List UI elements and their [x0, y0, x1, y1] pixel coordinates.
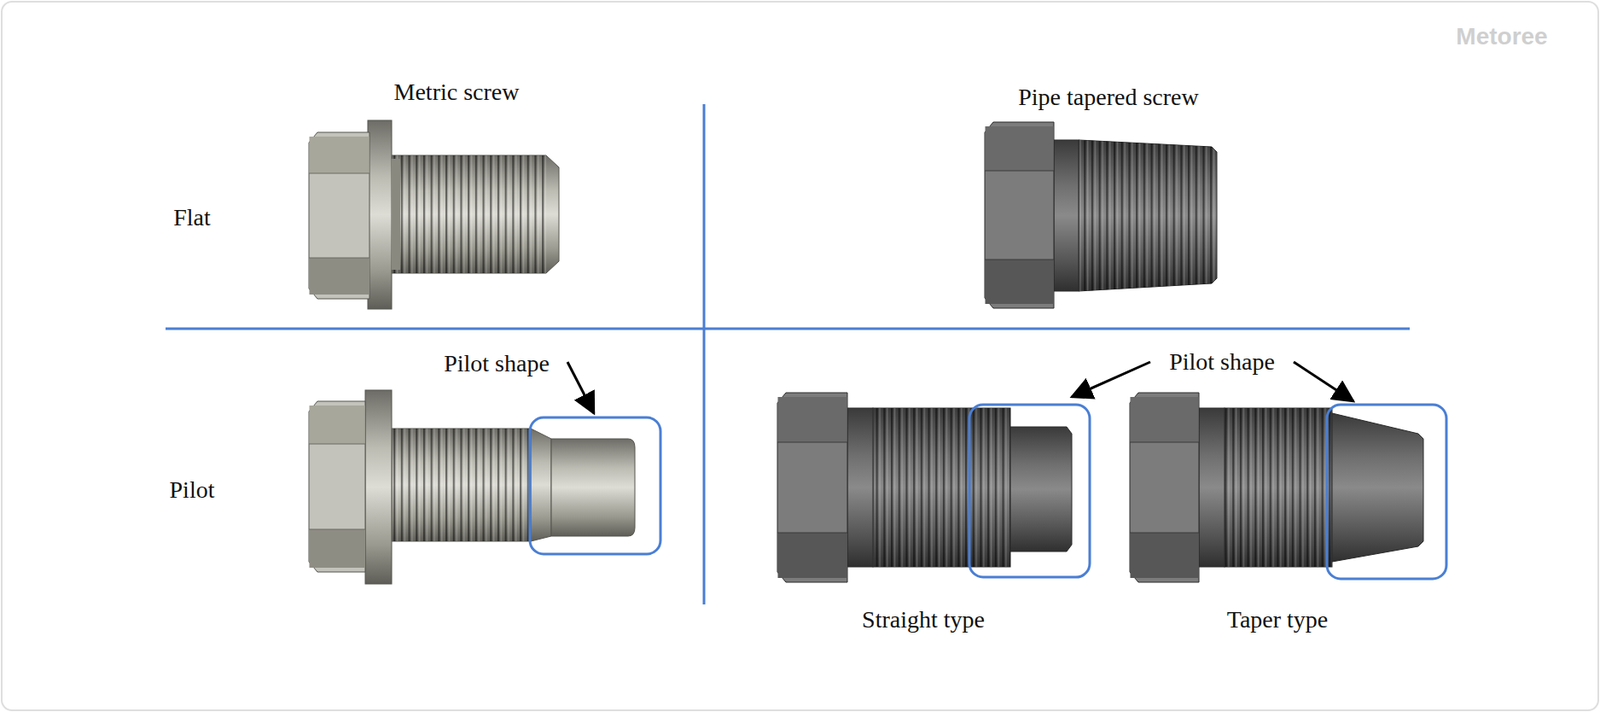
pipe-flat-screw: [984, 122, 1217, 309]
pipe-taper-pilot-screw: [1129, 392, 1424, 582]
row-heading: Flat: [173, 204, 211, 232]
divider: [165, 327, 1410, 331]
type-label: Straight type: [861, 606, 985, 634]
metric-flat-screw: [308, 120, 559, 309]
highlight-box: [529, 417, 661, 554]
column-heading: Pipe tapered screw: [1018, 84, 1199, 111]
type-label: Taper type: [1227, 606, 1329, 634]
highlight-box: [1326, 404, 1447, 579]
callout-label: Pilot shape: [443, 350, 550, 378]
leader-arrow: [1071, 361, 1151, 397]
divider: [703, 104, 706, 605]
leader-arrow: [1293, 361, 1354, 402]
leader-arrow: [567, 361, 594, 414]
watermark: Metoree: [1455, 23, 1548, 51]
column-heading: Metric screw: [394, 79, 520, 106]
callout-label: Pilot shape: [1169, 349, 1275, 376]
row-heading: Pilot: [169, 477, 216, 504]
highlight-box: [969, 404, 1090, 577]
pipe-straight-pilot-screw: [777, 392, 1072, 582]
